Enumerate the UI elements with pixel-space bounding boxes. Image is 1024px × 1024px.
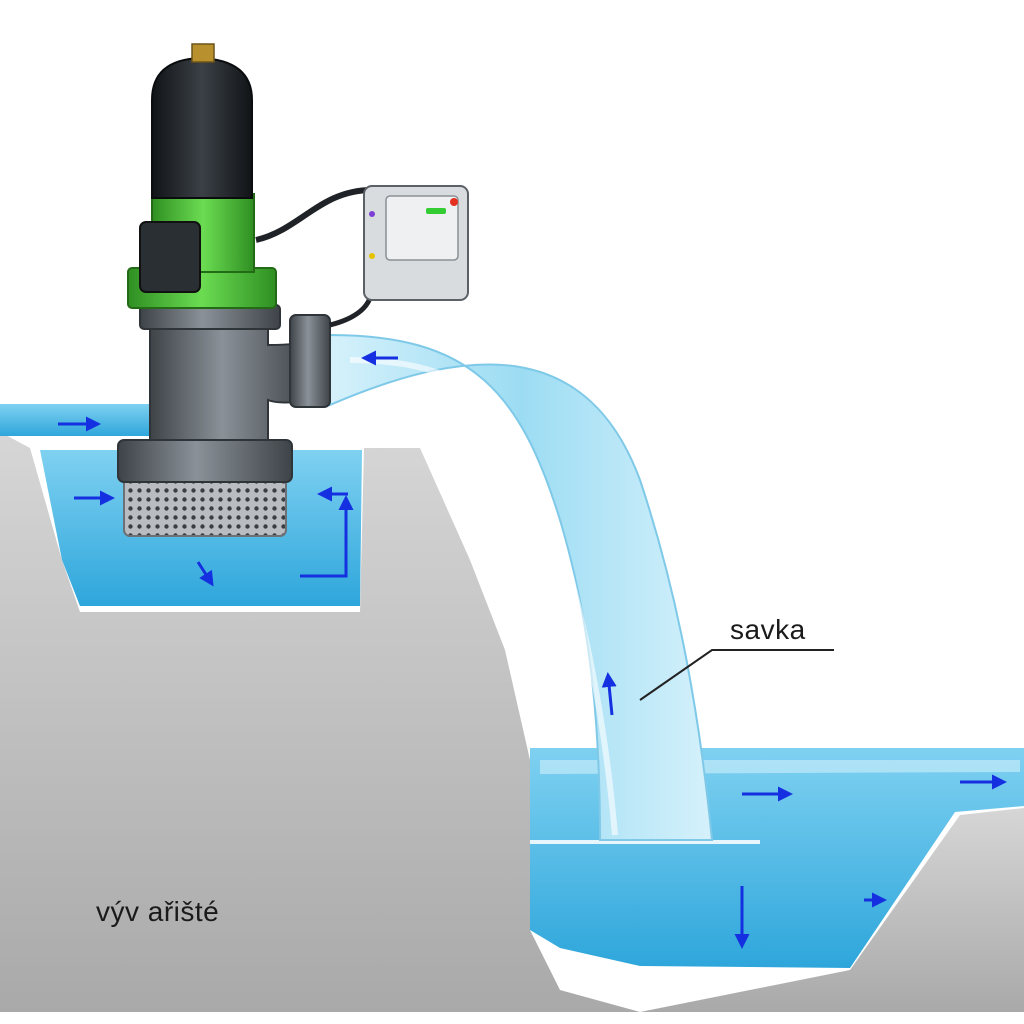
hose-highlight <box>349 357 618 836</box>
flow-arrow-icon <box>300 495 354 578</box>
suction-hose <box>329 333 714 841</box>
upper-surface-water <box>0 404 150 436</box>
vyvariste-label: výv ařišté <box>96 896 220 927</box>
motor-terminal-box <box>139 221 201 293</box>
status-light-icon-green <box>426 208 446 214</box>
status-light-icon-red <box>450 198 458 206</box>
control-box-panel <box>385 195 459 261</box>
pump-body <box>149 319 311 441</box>
flow-arrow-icon <box>196 561 214 587</box>
pump-strainer <box>123 477 287 537</box>
pump-outlet-flange <box>289 314 331 408</box>
lower-ground <box>640 808 1024 1012</box>
power-cable <box>255 187 373 243</box>
flow-arrow-icon <box>601 672 617 716</box>
savka-label: savka <box>730 614 806 645</box>
savka-leader-line <box>639 649 834 701</box>
status-light-icon-yellow <box>369 253 375 259</box>
motor-housing <box>151 56 253 199</box>
upper-ground <box>0 432 640 1012</box>
flow-arrow-icons <box>58 350 1007 949</box>
status-light-icon-purple <box>369 211 375 217</box>
pump-bottom-flange <box>117 439 293 483</box>
motor-top-nozzle <box>191 43 215 63</box>
